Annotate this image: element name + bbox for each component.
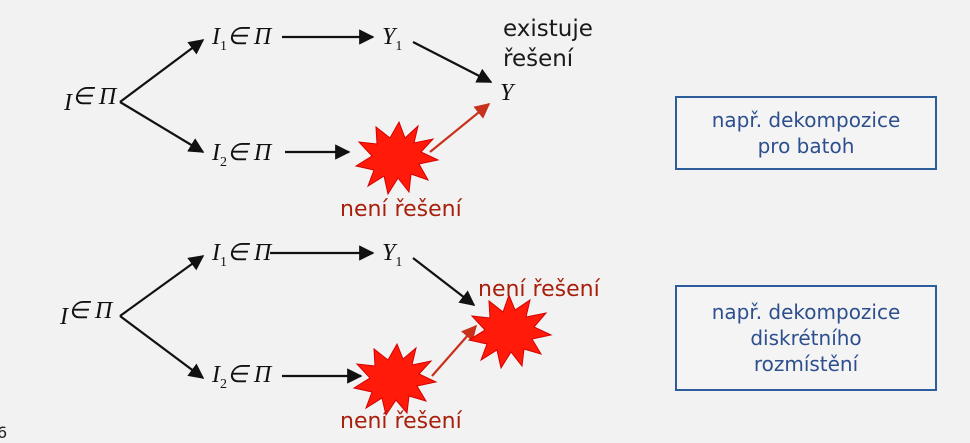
top-final-node: Y [500,80,516,106]
bottom-arrow-root-to-branch2 [119,315,205,379]
note-line: diskrétního [750,326,862,350]
bottom-diagram: I∈ Π I1∈ Π I2∈ Π Y1 není řešení není řeš… [59,240,601,434]
top-diagram: I∈ Π I1∈ Π I2∈ Π Y1 Y existuje řešení ne… [63,16,593,222]
top-exists-label-line1: existuje [503,16,593,42]
top-arrow-root-to-branch2 [119,101,205,153]
top-burst-shape [354,120,440,196]
bottom-result1-node: Y1 [382,240,402,270]
bottom-arrow-root-to-branch1 [119,255,205,317]
bottom-red-arrow-lower-to-upper-burst [431,324,478,377]
note-line: např. dekompozice [711,300,901,324]
top-arrow-root-to-branch1 [119,39,205,103]
note-line: rozmístění [753,352,859,376]
bottom-branch2-node: I2∈ Π [211,362,273,392]
top-exists-label-line2: řešení [503,46,574,72]
page-number: 6 [0,423,8,442]
top-branch1-node: I1∈ Π [211,24,273,54]
bottom-lower-burst-shape [352,342,438,417]
bottom-arrow-result1-to-upper-burst [412,257,476,306]
bottom-no-solution-lower-label: není řešení [340,409,463,434]
top-red-arrow-burst-to-final [429,103,491,153]
note-box-knapsack: např. dekompozice pro batoh [675,96,937,170]
top-branch2-node: I2∈ Π [211,140,273,170]
top-arrow-result1-to-final [412,41,493,83]
bottom-root-node: I∈ Π [59,298,114,330]
bottom-upper-burst-shape [467,293,553,370]
top-no-solution-label: není řešení [340,197,463,222]
top-result1-node: Y1 [382,24,402,54]
bottom-branch1-node: I1∈ Π [211,240,273,270]
note-line: např. dekompozice [711,108,901,132]
note-line: pro batoh [757,134,855,158]
note-box-discrete-placement: např. dekompozice diskrétního rozmístění [675,285,937,391]
bottom-no-solution-upper-label: není řešení [478,277,601,302]
top-root-node: I∈ Π [63,84,118,116]
